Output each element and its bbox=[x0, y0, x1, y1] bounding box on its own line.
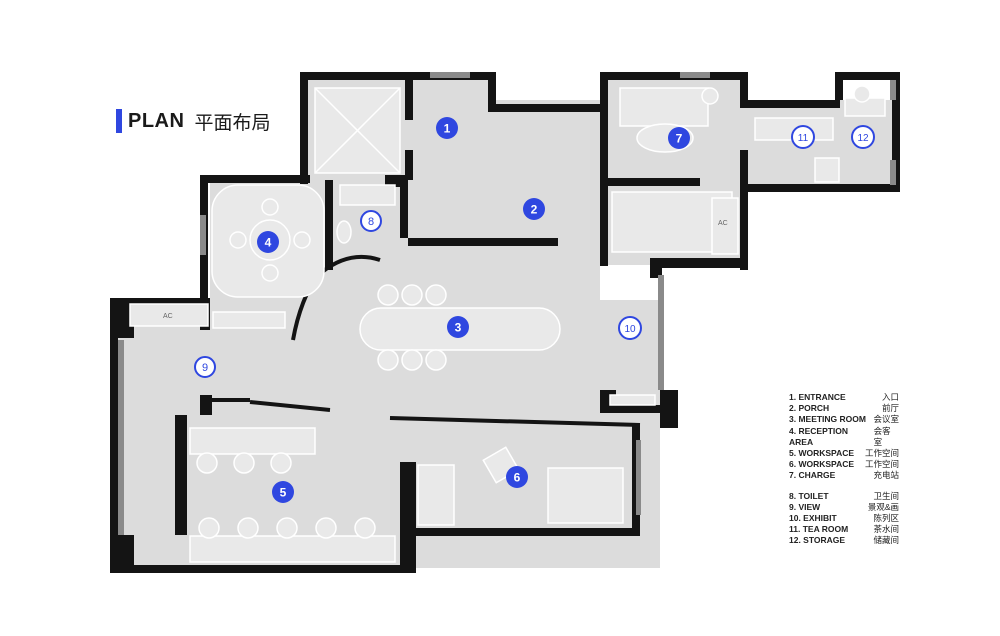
room-marker-label: 8 bbox=[368, 216, 374, 228]
legend-item-cn: 充电站 bbox=[873, 470, 899, 481]
ac-label: AC bbox=[718, 220, 728, 227]
legend-item: 3. MEETING ROOM 会议室 bbox=[789, 414, 899, 425]
room-marker-label: 7 bbox=[676, 132, 683, 146]
room-marker-label: 1 bbox=[444, 122, 451, 136]
legend-item: 8. TOILET 卫生间 bbox=[789, 491, 899, 502]
room-marker-label: 11 bbox=[798, 133, 809, 144]
legend-item-en: 8. TOILET bbox=[789, 490, 829, 501]
room-marker-6 bbox=[506, 466, 528, 488]
legend-item-cn: 储藏间 bbox=[873, 535, 899, 546]
legend-gap bbox=[789, 482, 899, 491]
legend-item: 4. RECEPTION AREA 会客室 bbox=[789, 426, 899, 448]
room-marker-label: 9 bbox=[202, 362, 208, 374]
room-marker-label: 3 bbox=[455, 321, 462, 335]
legend-item-cn: 会议室 bbox=[873, 414, 899, 425]
legend-item-cn: 工作空间 bbox=[864, 459, 899, 470]
legend-item-en: 2. PORCH bbox=[789, 403, 830, 414]
legend-item-cn: 景观&画 bbox=[867, 501, 899, 512]
room-marker-label: 10 bbox=[624, 324, 636, 335]
legend-item-en: 11. TEA ROOM bbox=[789, 524, 849, 535]
legend-item-en: 3. MEETING ROOM bbox=[789, 414, 866, 425]
legend-item-cn: 前厅 bbox=[881, 403, 899, 414]
legend-item-cn: 入口 bbox=[881, 392, 899, 402]
title-en: PLAN bbox=[128, 109, 185, 132]
room-marker-10 bbox=[618, 316, 642, 340]
legend-item: 10. EXHIBIT 陈列区 bbox=[789, 513, 899, 524]
ac-label: AC bbox=[163, 313, 173, 320]
room-markers: 1 2 3 4 5 6 7 8 9 10 11 12 bbox=[194, 117, 875, 503]
legend-item-en: 10. EXHIBIT bbox=[789, 513, 837, 524]
room-marker-7 bbox=[668, 127, 690, 149]
legend-item-cn: 卫生间 bbox=[873, 490, 899, 501]
room-marker-9 bbox=[194, 356, 216, 378]
room-marker-2 bbox=[523, 198, 545, 220]
room-marker-5 bbox=[272, 481, 294, 503]
legend-item-en: 5. WORKSPACE bbox=[789, 448, 855, 459]
legend-item: 1. ENTRANCE 入口 bbox=[789, 392, 899, 403]
room-marker-11 bbox=[791, 125, 815, 149]
legend-item-cn: 陈列区 bbox=[873, 513, 899, 524]
legend-item-en: 6. WORKSPACE bbox=[789, 459, 855, 470]
legend-item-cn: 茶水间 bbox=[873, 524, 899, 535]
title-accent-bar bbox=[116, 109, 122, 133]
legend-item-en: 1. ENTRANCE bbox=[789, 392, 846, 402]
room-marker-8 bbox=[360, 210, 382, 232]
room-marker-label: 2 bbox=[531, 203, 538, 217]
room-marker-3 bbox=[447, 316, 469, 338]
legend-item-en: 12. STORAGE bbox=[789, 535, 846, 546]
plan-title: PLAN 平面布局 bbox=[116, 108, 270, 134]
furniture bbox=[129, 85, 886, 563]
legend-item-en: 4. RECEPTION AREA bbox=[789, 425, 849, 447]
room-marker-label: 5 bbox=[280, 486, 287, 500]
legend-item: 11. TEA ROOM 茶水间 bbox=[789, 524, 899, 535]
legend-item: 6. WORKSPACE 工作空间 bbox=[789, 459, 899, 470]
windows bbox=[118, 72, 896, 535]
legend-item-en: 9. VIEW bbox=[789, 501, 821, 512]
legend-item-cn: 工作空间 bbox=[864, 448, 899, 459]
room-marker-label: 12 bbox=[857, 133, 869, 144]
legend-item: 9. VIEW 景观&画 bbox=[789, 502, 899, 513]
room-marker-label: 6 bbox=[514, 471, 521, 485]
room-marker-4 bbox=[257, 231, 279, 253]
legend-item: 5. WORKSPACE 工作空间 bbox=[789, 448, 899, 459]
legend-item-en: 7. CHARGE bbox=[789, 470, 836, 481]
legend-item: 2. PORCH 前厅 bbox=[789, 403, 899, 414]
room-marker-label: 4 bbox=[265, 236, 272, 250]
legend-item: 7. CHARGE 充电站 bbox=[789, 470, 899, 481]
legend-item: 12. STORAGE 储藏间 bbox=[789, 535, 899, 546]
title-cn: 平面布局 bbox=[194, 112, 271, 134]
legend: 1. ENTRANCE 入口 2. PORCH 前厅 3. MEETING ROOM… bbox=[789, 392, 899, 547]
legend-item-cn: 会客室 bbox=[873, 425, 891, 447]
room-marker-1 bbox=[436, 117, 458, 139]
room-marker-12 bbox=[851, 125, 875, 149]
